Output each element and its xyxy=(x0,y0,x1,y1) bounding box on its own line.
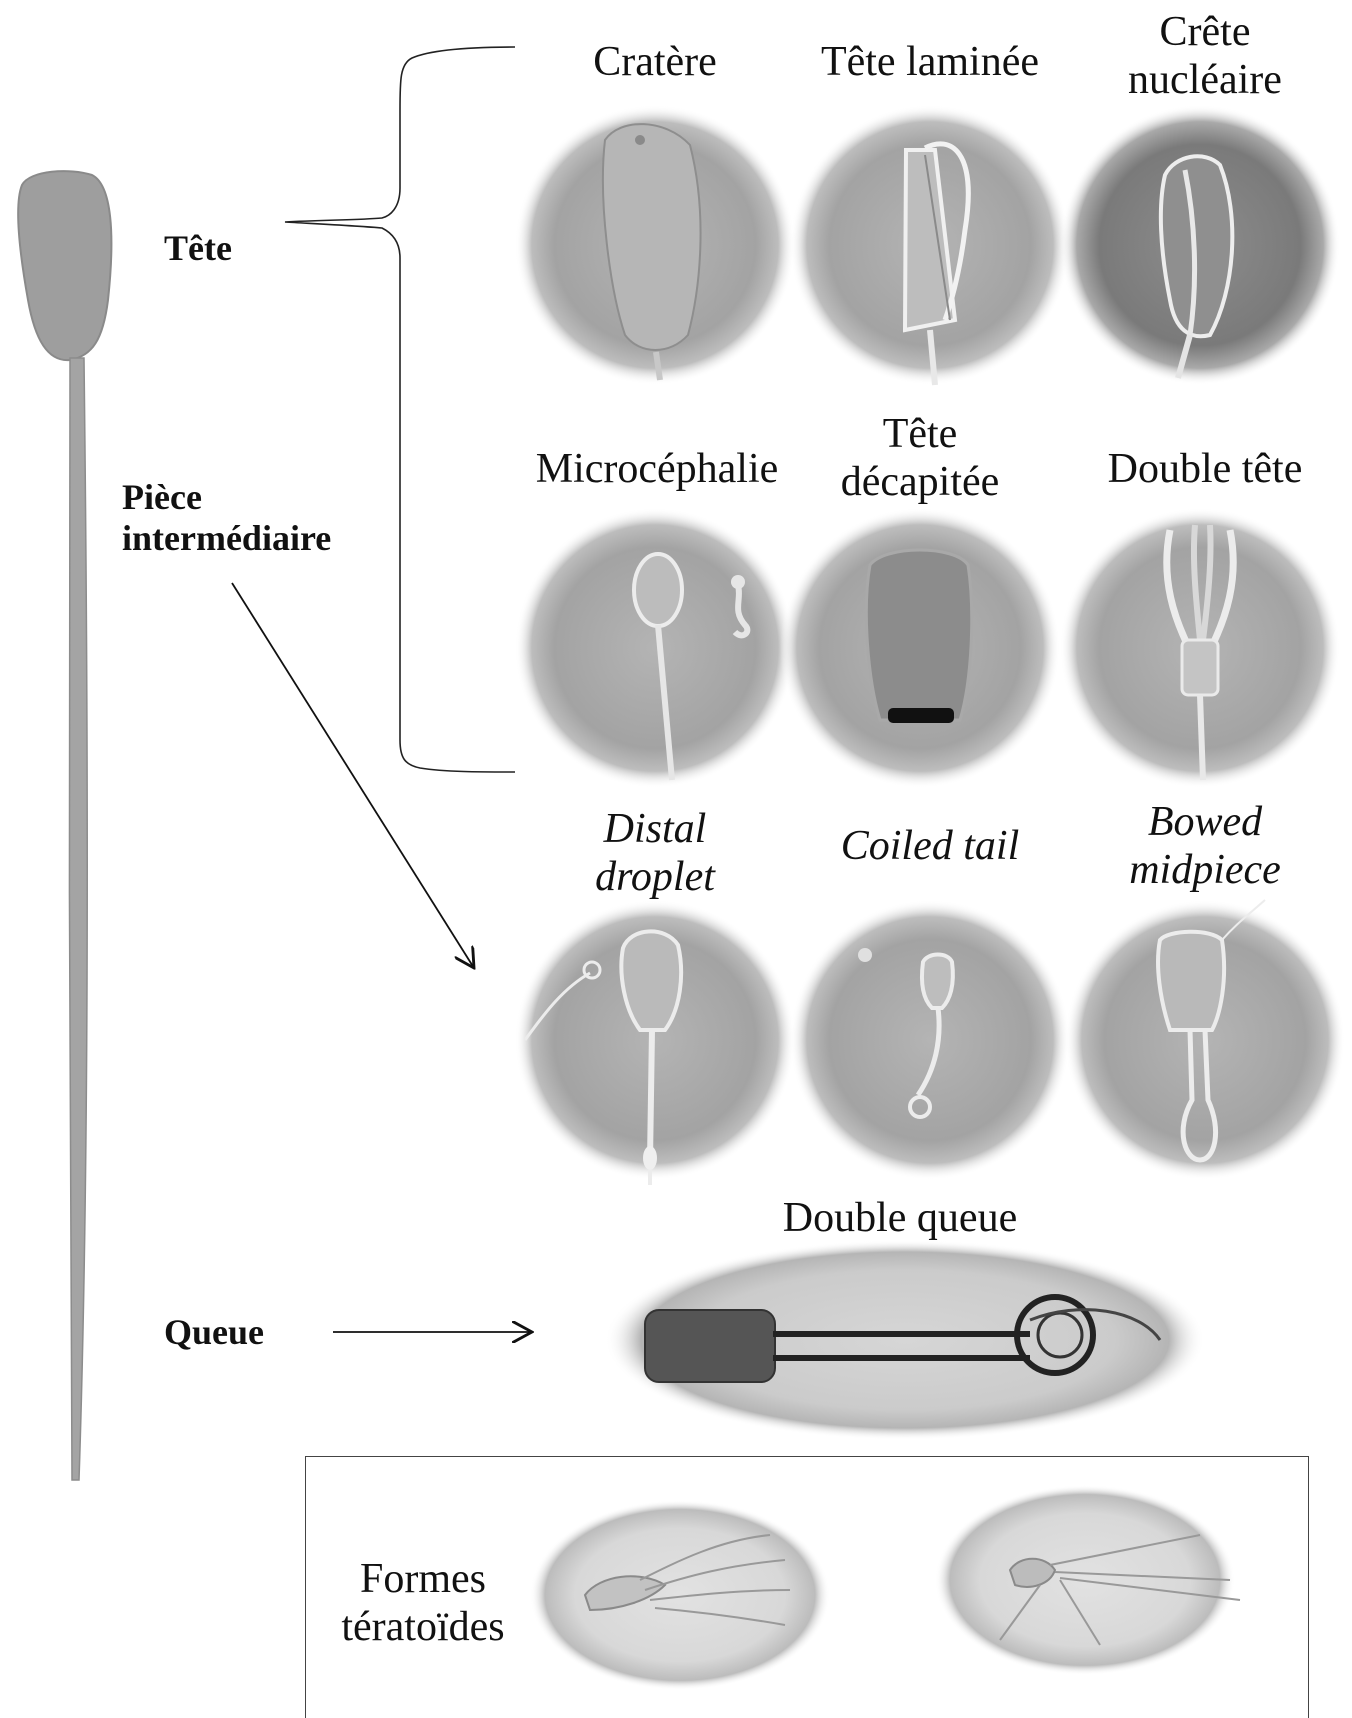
teratoid-forms-label: Formes tératoïdes xyxy=(318,1555,528,1652)
decapitated-head-label: Tête décapitée xyxy=(815,410,1025,507)
bowed-midpiece-label-line1: Bowed xyxy=(1095,798,1315,846)
laminated-head-micrograph xyxy=(790,105,1070,385)
tail-label: Queue xyxy=(164,1312,264,1353)
midpiece-label-text: Pièce intermédiaire xyxy=(122,477,331,558)
distal-droplet-label-line1: Distal xyxy=(550,805,760,853)
teratoid-forms-label-line2: tératoïdes xyxy=(318,1603,528,1651)
distal-droplet-label: Distal droplet xyxy=(550,805,760,902)
head-label: Tête xyxy=(164,228,232,269)
microcephaly-micrograph xyxy=(515,508,795,788)
midpiece-label: Pièce intermédiaire xyxy=(122,477,382,560)
midpiece-arrow xyxy=(232,583,474,968)
spermatozoon-illustration xyxy=(18,171,111,1480)
coiled-tail-micrograph xyxy=(790,900,1070,1180)
distal-droplet-label-line2: droplet xyxy=(550,853,760,901)
nuclear-crest-label-line1: Crête xyxy=(1100,8,1310,56)
nuclear-crest-micrograph xyxy=(1060,105,1340,385)
teratoid-forms-label-line1: Formes xyxy=(318,1555,528,1603)
head-defects-brace xyxy=(285,47,515,772)
microcephaly-label: Microcéphalie xyxy=(512,445,802,493)
double-tail-micrograph xyxy=(605,1240,1205,1440)
nuclear-crest-label-line2: nucléaire xyxy=(1100,56,1310,104)
decapitated-head-label-line2: décapitée xyxy=(815,458,1025,506)
decapitated-head-micrograph xyxy=(780,508,1060,788)
double-head-label: Double tête xyxy=(1085,445,1325,493)
crater-micrograph xyxy=(515,105,795,385)
distal-droplet-micrograph xyxy=(515,900,795,1185)
crater-label: Cratère xyxy=(555,38,755,86)
bowed-midpiece-label-line2: midpiece xyxy=(1095,846,1315,894)
double-tail-label: Double queue xyxy=(755,1194,1045,1242)
nuclear-crest-label: Crête nucléaire xyxy=(1100,8,1310,105)
double-head-micrograph xyxy=(1060,508,1340,788)
bowed-midpiece-label: Bowed midpiece xyxy=(1095,798,1315,895)
coiled-tail-label: Coiled tail xyxy=(815,822,1045,870)
bowed-midpiece-micrograph xyxy=(1065,900,1345,1180)
laminated-head-label: Tête laminée xyxy=(795,38,1065,86)
decapitated-head-label-line1: Tête xyxy=(815,410,1025,458)
